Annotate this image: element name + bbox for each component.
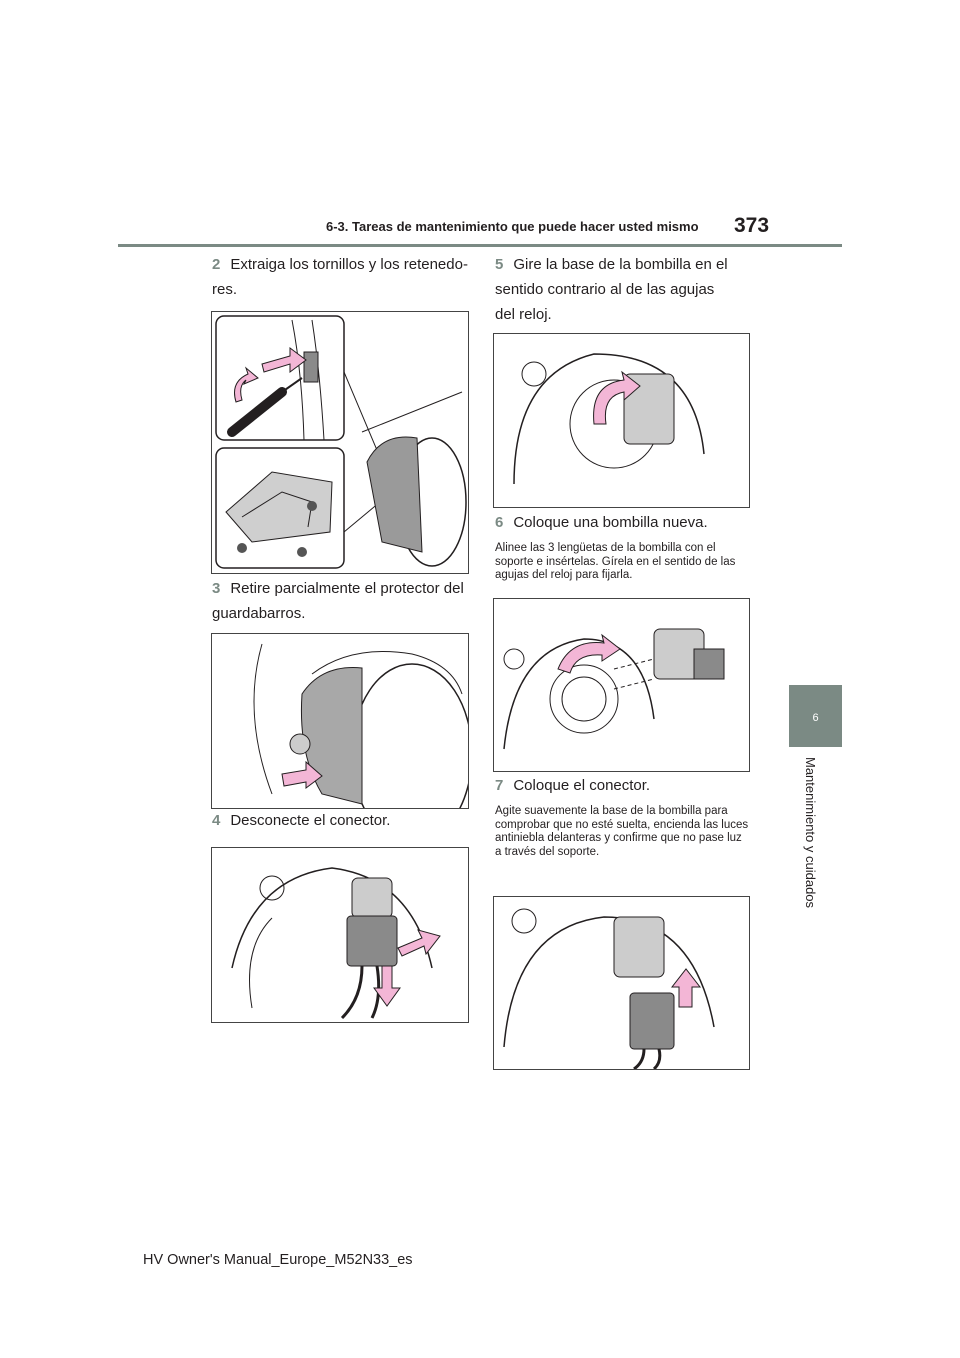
step-text: Extraiga los tornillos y los retenedo- r…: [212, 256, 468, 298]
figure-insert-new-bulb: [493, 598, 750, 772]
step-7-note: Agite suavemente la base de la bombilla …: [495, 805, 749, 858]
step-number: 3: [212, 580, 221, 597]
step-number: 7: [495, 777, 504, 794]
step-text: Retire parcialmente el protector del gua…: [212, 580, 464, 622]
header-rule: [118, 244, 842, 247]
figure-fender-liner: [211, 633, 469, 809]
figure-install-connector: [493, 896, 750, 1070]
step-number: 5: [495, 256, 504, 273]
step-text: Coloque una bombilla nueva.: [513, 514, 708, 531]
step-text: Gire la base de la bombilla en el sentid…: [495, 256, 728, 323]
step-7: 7 Coloque el conector.: [495, 773, 765, 798]
section-title: 6-3. Tareas de mantenimiento que puede h…: [326, 219, 699, 234]
step-number: 4: [212, 812, 221, 829]
footer-manual-id: HV Owner's Manual_Europe_M52N33_es: [143, 1252, 413, 1268]
step-4: 4 Desconecte el conector.: [212, 808, 472, 833]
chapter-tab: [789, 685, 842, 747]
figure-disconnect-connector: [211, 847, 469, 1023]
chapter-label: Mantenimiento y cuidados: [803, 757, 818, 909]
step-6-note: Alinee las 3 lengüetas de la bombilla co…: [495, 542, 736, 581]
step-text: Coloque el conector.: [513, 777, 651, 794]
figure-rotate-bulb-base: [493, 333, 750, 508]
page-number: 373: [734, 214, 770, 237]
figure-screws-retainers: [211, 311, 469, 574]
step-number: 2: [212, 256, 221, 273]
step-6: 6 Coloque una bombilla nueva.: [495, 510, 765, 535]
chapter-number: 6: [812, 712, 819, 724]
step-text: Desconecte el conector.: [230, 812, 391, 829]
step-number: 6: [495, 514, 504, 531]
